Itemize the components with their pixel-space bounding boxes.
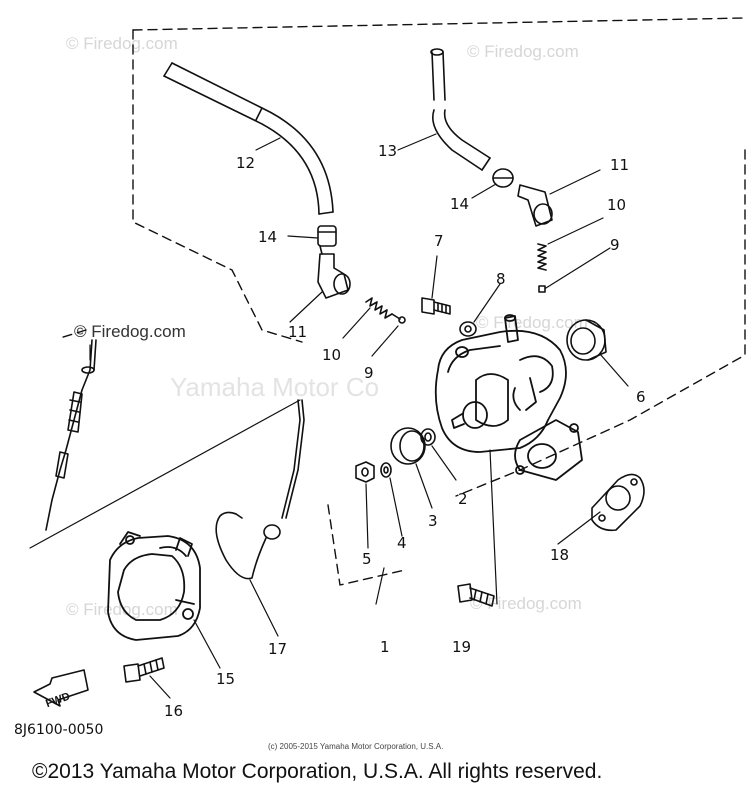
fwd-arrow-icon [33, 669, 89, 707]
oil-pump-body-1 [434, 314, 583, 481]
ball-9-right [538, 285, 546, 293]
label-5: 5 [362, 550, 372, 568]
label-6: 6 [636, 388, 646, 406]
label-17: 17 [268, 640, 288, 658]
label-16: 16 [164, 702, 184, 720]
label-9-right: 9 [610, 236, 620, 254]
label-14-right: 14 [450, 195, 470, 213]
label-11-right: 11 [610, 156, 630, 174]
washer-4 [380, 462, 392, 478]
spring-10-left [365, 297, 401, 320]
fitting-14-right [492, 168, 514, 188]
leader-lines [29, 133, 629, 699]
watermark: © Firedog.com [66, 600, 178, 619]
label-2: 2 [458, 490, 468, 508]
label-13: 13 [378, 142, 398, 160]
elbow-11-right [517, 184, 553, 227]
label-1: 1 [380, 638, 390, 656]
label-14-left: 14 [258, 228, 278, 246]
gasket-18 [591, 473, 645, 532]
watermark: © Firedog.com [476, 313, 588, 332]
oil-seal-6 [566, 319, 607, 361]
bolt-16 [123, 657, 165, 683]
label-4: 4 [397, 534, 407, 552]
spring-10-right [537, 243, 547, 271]
watermark: © Firedog.com [467, 42, 579, 61]
fitting-14-left [317, 225, 337, 247]
hose-13 [430, 48, 491, 171]
label-11-left: 11 [288, 323, 308, 341]
elbow-11-left [317, 245, 351, 299]
ball-9-left [398, 316, 406, 324]
fwd-label: FWD [44, 690, 72, 710]
label-8: 8 [496, 270, 506, 288]
washer-2 [420, 428, 436, 446]
label-18: 18 [550, 546, 570, 564]
watermark: © Firedog.com [74, 322, 186, 341]
cable-17 [215, 399, 305, 580]
label-10-left: 10 [322, 346, 342, 364]
watermark-yamaha: Yamaha Motor Co [170, 372, 380, 402]
watermark: © Firedog.com [470, 594, 582, 613]
hose-12 [163, 62, 334, 215]
label-9-left: 9 [364, 364, 374, 382]
label-12: 12 [236, 154, 256, 172]
copyright-notice: ©2013 Yamaha Motor Corporation, U.S.A. A… [32, 760, 603, 783]
bolt-7 [421, 297, 451, 315]
label-19: 19 [452, 638, 472, 656]
fineprint-copyright: (c) 2005-2015 Yamaha Motor Corporation, … [268, 742, 444, 751]
label-3: 3 [428, 512, 438, 530]
watermark: © Firedog.com [66, 34, 178, 53]
label-15: 15 [216, 670, 236, 688]
cover-15 [107, 531, 201, 641]
part-code: 8J6100-0050 [14, 722, 104, 738]
label-7: 7 [434, 232, 444, 250]
label-10-right: 10 [607, 196, 627, 214]
bolt-19 [457, 583, 495, 607]
disc-3 [390, 427, 426, 465]
nut-5 [355, 461, 375, 483]
dashed-boundary [59, 17, 746, 586]
throttle-cable [45, 339, 97, 531]
washer-8 [459, 321, 477, 337]
